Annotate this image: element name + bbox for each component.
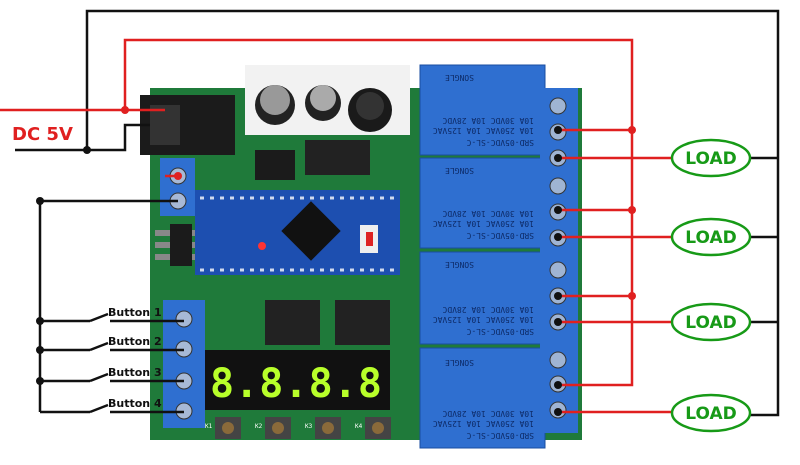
power-wires: [0, 38, 672, 414]
svg-text:10A 30VDC 10A 28VDC: 10A 30VDC 10A 28VDC: [442, 409, 534, 418]
load-1: LOAD: [670, 138, 752, 178]
svg-text:SRD-05VDC-SL-C: SRD-05VDC-SL-C: [466, 138, 534, 147]
led-indicator: [258, 242, 266, 250]
key-label-1: K1: [205, 423, 213, 430]
svg-text:SONGLE: SONGLE: [445, 166, 474, 175]
load-4: LOAD: [670, 393, 752, 433]
seven-segment-display: [205, 350, 390, 410]
relay-terminal-strip: [540, 88, 578, 433]
relay-4: SRD-05VDC-SL-C 10A 250VAC 10A 125VAC 10A…: [419, 347, 546, 449]
driver-chip: [305, 140, 370, 175]
button-label-4: Button 4: [108, 397, 162, 410]
load-label-2: LOAD: [685, 228, 737, 248]
load-label-1: LOAD: [685, 149, 737, 169]
button-switch-symbols: [89, 312, 109, 414]
mcu-chip: [281, 201, 341, 261]
key-label-4: K4: [355, 423, 363, 430]
junction-dots: [36, 106, 636, 416]
svg-text:10A 30VDC 10A 28VDC: 10A 30VDC 10A 28VDC: [442, 116, 534, 125]
load-label-3: LOAD: [685, 313, 737, 333]
button-label-2: Button 2: [108, 335, 162, 348]
header-pins: [155, 224, 195, 266]
load-3: LOAD: [670, 302, 752, 342]
svg-text:10A 250VAC 10A 125VAC: 10A 250VAC 10A 125VAC: [433, 315, 534, 324]
resistor-array-1: [265, 300, 320, 345]
display-digits: 8.8.8.8: [210, 361, 382, 407]
svg-text:10A 30VDC 10A 28VDC: 10A 30VDC 10A 28VDC: [442, 305, 534, 314]
svg-text:10A 30VDC 10A 28VDC: 10A 30VDC 10A 28VDC: [442, 209, 534, 218]
ground-wires: [15, 9, 780, 417]
relay-2: SRD-05VDC-SL-C 10A 250VAC 10A 125VAC 10A…: [419, 157, 546, 249]
load-2: LOAD: [670, 217, 752, 257]
dc-power-label: DC 5V: [12, 124, 73, 145]
button-label-1: Button 1: [108, 306, 162, 319]
svg-text:10A 250VAC 10A 125VAC: 10A 250VAC 10A 125VAC: [433, 126, 534, 135]
relay-3: SRD-05VDC-SL-C 10A 250VAC 10A 125VAC 10A…: [419, 251, 546, 345]
key-label-3: K3: [305, 423, 313, 430]
svg-text:SONGLE: SONGLE: [445, 260, 474, 269]
svg-text:SRD-05VDC-SL-C: SRD-05VDC-SL-C: [466, 327, 534, 336]
key-label-2: K2: [255, 423, 263, 430]
button-label-3: Button 3: [108, 366, 162, 379]
svg-text:10A 250VAC 10A 125VAC: 10A 250VAC 10A 125VAC: [433, 219, 534, 228]
resistor-array-2: [335, 300, 390, 345]
svg-text:SRD-05VDC-SL-C: SRD-05VDC-SL-C: [466, 231, 534, 240]
svg-text:SRD-05VDC-SL-C: SRD-05VDC-SL-C: [466, 431, 534, 440]
svg-text:SONGLE: SONGLE: [445, 358, 474, 367]
tactile-keys: [215, 417, 391, 439]
svg-text:10A 250VAC 10A 125VAC: 10A 250VAC 10A 125VAC: [433, 419, 534, 428]
regulator-chip: [255, 150, 295, 180]
load-label-4: LOAD: [685, 404, 737, 424]
relay-1: SRD-05VDC-SL-C 10A 250VAC 10A 125VAC 10A…: [419, 64, 546, 156]
svg-text:SONGLE: SONGLE: [445, 73, 474, 82]
